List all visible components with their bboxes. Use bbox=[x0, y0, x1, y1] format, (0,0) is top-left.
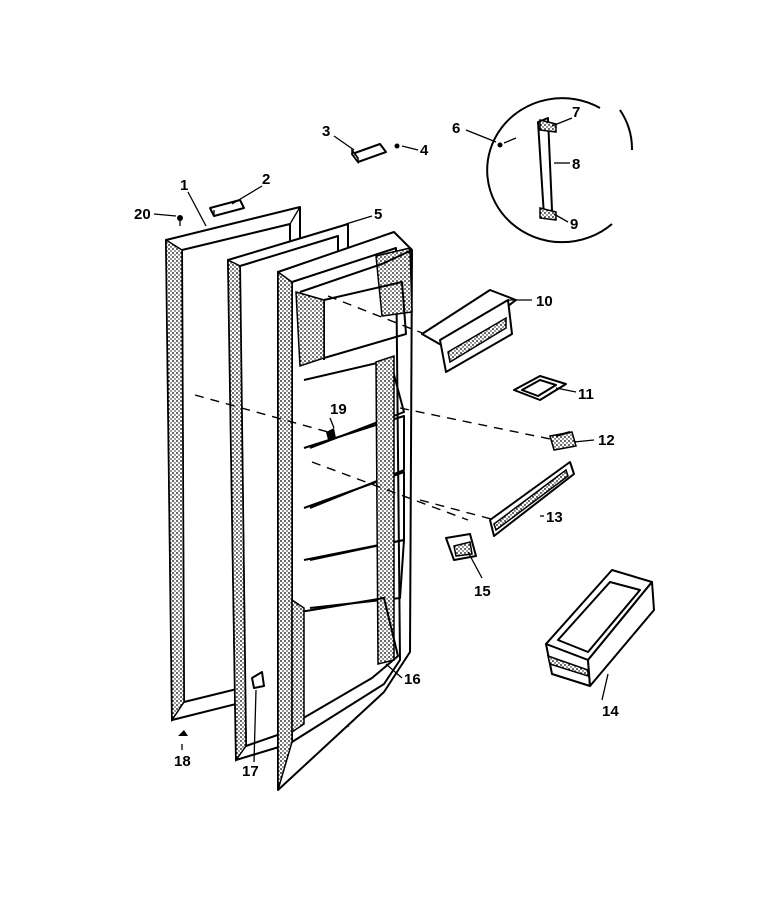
screw-part-4 bbox=[394, 143, 400, 149]
callout-6: 6 bbox=[452, 120, 460, 137]
callout-15: 15 bbox=[474, 583, 491, 600]
clip-part-19 bbox=[326, 428, 336, 440]
callout-labels: 1 2 3 4 5 6 7 8 9 10 11 12 13 14 15 16 1… bbox=[134, 104, 619, 780]
screw-part-18 bbox=[178, 730, 188, 736]
dairy-door-part-10 bbox=[421, 289, 517, 373]
callout-1: 1 bbox=[180, 177, 188, 194]
callout-12: 12 bbox=[598, 432, 615, 449]
callout-16: 16 bbox=[404, 671, 421, 688]
door-bin-part-14 bbox=[545, 569, 655, 687]
alignment-dashed-lines bbox=[194, 295, 556, 521]
callout-9: 9 bbox=[570, 216, 578, 233]
callout-11: 11 bbox=[578, 386, 594, 403]
inner-door-liner bbox=[277, 231, 413, 791]
shelf-end-part-12 bbox=[549, 431, 577, 451]
callout-13: 13 bbox=[546, 509, 563, 526]
leader-lines bbox=[153, 117, 609, 763]
callout-19: 19 bbox=[330, 401, 347, 418]
hinge-cover-part-3 bbox=[351, 143, 387, 165]
shelf-end-part-15 bbox=[445, 533, 477, 561]
callout-2: 2 bbox=[262, 171, 270, 188]
callout-20: 20 bbox=[134, 206, 151, 223]
callout-4: 4 bbox=[420, 142, 429, 159]
callout-10: 10 bbox=[536, 293, 553, 310]
callout-7: 7 bbox=[572, 104, 580, 121]
butter-cover-part-11 bbox=[513, 375, 567, 401]
clip-part-2 bbox=[209, 199, 245, 217]
handle-detail-circle bbox=[486, 97, 634, 244]
stop-part-17 bbox=[251, 671, 265, 689]
callout-3: 3 bbox=[322, 123, 330, 140]
screw-part-20 bbox=[177, 215, 183, 226]
callout-5: 5 bbox=[374, 206, 382, 223]
callout-14: 14 bbox=[602, 703, 619, 720]
shelf-rail-part-13 bbox=[489, 461, 575, 537]
callout-17: 17 bbox=[242, 763, 259, 780]
callout-8: 8 bbox=[572, 156, 580, 173]
callout-18: 18 bbox=[174, 753, 191, 770]
